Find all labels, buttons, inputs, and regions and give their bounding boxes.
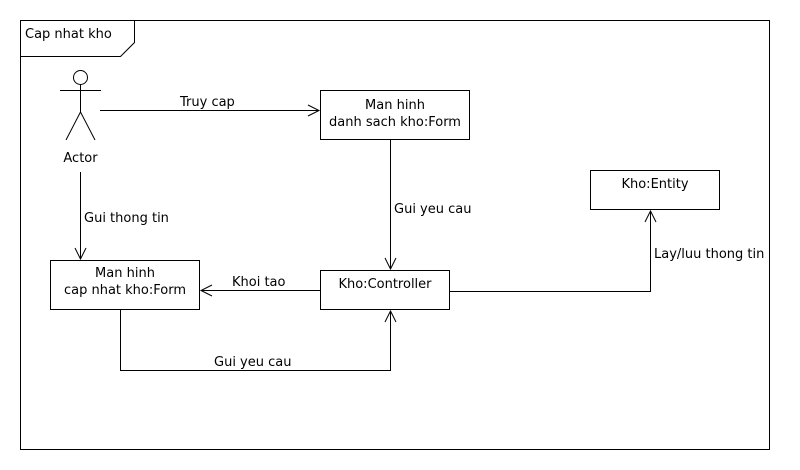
actor-right-leg [80,111,96,141]
truy-cap-label: Truy cap [179,95,235,110]
list-form-box [320,90,470,140]
message-gui-thong-tin: Gui thong tin [74,172,169,261]
gui-yeu-cau-2-label: Gui yeu cau [214,355,291,370]
controller-label: Kho:Controller [338,277,432,292]
gui-yeu-cau-2-arrowhead [384,309,397,323]
message-khoi-tao: Khoi tao [199,275,320,297]
actor-label: Actor [63,151,98,166]
khoi-tao-arrowhead [199,284,213,297]
list-form-line2: danh sach kho:Form [329,115,461,130]
update-form-line2: cap nhat kho:Form [64,283,186,298]
entity-label: Kho:Entity [621,177,688,192]
node-entity: Kho:Entity [590,170,720,210]
actor-left-leg [65,111,81,141]
lay-luu-label: Lay/luu thong tin [654,247,764,262]
frame-title-tab [20,20,135,57]
update-form-line1: Man hinh [95,266,155,281]
node-controller: Kho:Controller [320,270,450,310]
lay-luu-arrowhead [644,209,657,223]
controller-box [320,270,450,310]
list-form-line1: Man hinh [365,98,425,113]
lay-luu-line [450,211,651,292]
entity-box [590,170,720,210]
actor-head [73,70,88,85]
message-gui-yeu-cau-2: Gui yeu cau [120,309,397,371]
gui-thong-tin-label: Gui thong tin [84,211,169,226]
gui-yeu-cau-2-line [120,310,391,371]
truy-cap-arrowhead [307,104,321,117]
message-truy-cap: Truy cap [100,95,321,117]
frame-border [20,20,770,450]
update-form-box [50,260,200,310]
gui-thong-tin-arrowhead [74,247,87,261]
diagram-frame: Cap nhat kho [20,20,770,450]
actor: Actor [60,70,101,166]
frame-title: Cap nhat kho [25,27,112,42]
node-list-form: Man hinh danh sach kho:Form [320,90,470,140]
message-lay-luu: Lay/luu thong tin [450,209,764,292]
message-gui-yeu-cau-1: Gui yeu cau [384,140,471,271]
gui-yeu-cau-1-label: Gui yeu cau [394,202,471,217]
gui-yeu-cau-1-arrowhead [384,257,397,271]
khoi-tao-label: Khoi tao [232,275,286,290]
node-update-form: Man hinh cap nhat kho:Form [50,260,200,310]
